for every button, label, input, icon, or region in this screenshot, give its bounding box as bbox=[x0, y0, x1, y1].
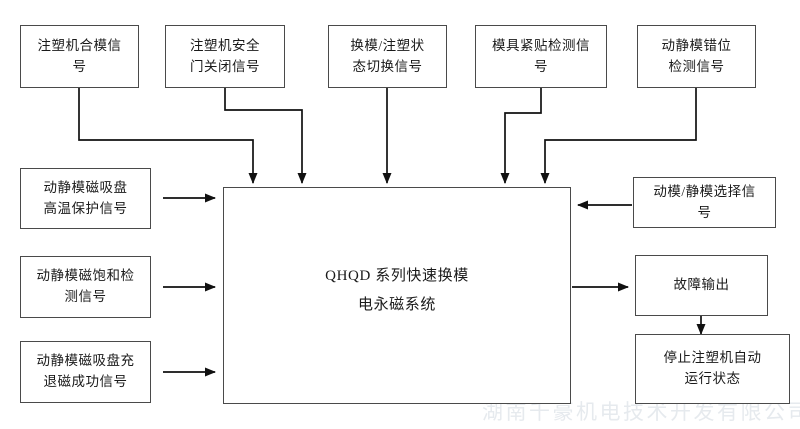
node-mold-contact-signal-line-2: 号 bbox=[534, 58, 548, 74]
node-saturation-detect-signal-line-1: 动静模磁饱和检 bbox=[36, 268, 135, 284]
node-mode-switch-signal-line-2: 态切换信号 bbox=[352, 58, 423, 74]
node-mode-switch-signal-line-1: 换模/注塑状 bbox=[350, 37, 425, 53]
wire-misalign-to-system bbox=[540, 88, 697, 184]
node-qhqd-system-line-2: 电永磁系统 bbox=[357, 296, 436, 313]
node-overheat-protect-signal-line-2: 高温保护信号 bbox=[43, 200, 128, 216]
node-mold-select-signal-line-1: 动模/静模选择信 bbox=[653, 183, 756, 199]
node-safety-door-signal-line-2: 门关闭信号 bbox=[190, 58, 260, 74]
node-misalign-signal-line-1: 动静模错位 bbox=[661, 37, 732, 53]
node-clamp-signal[interactable]: 注塑机合模信 号 bbox=[20, 25, 139, 88]
node-fault-output[interactable]: 故障输出 bbox=[635, 255, 768, 316]
node-mold-contact-signal-line-1: 模具紧贴检测信 bbox=[492, 37, 590, 53]
node-mode-switch-signal[interactable]: 换模/注塑状 态切换信号 bbox=[328, 25, 447, 88]
node-misalign-signal[interactable]: 动静模错位 检测信号 bbox=[637, 25, 756, 88]
node-stop-auto-run-line-1: 停止注塑机自动 bbox=[663, 350, 762, 366]
node-magnetize-ok-signal-line-1: 动静模磁吸盘充 bbox=[36, 353, 135, 369]
node-qhqd-system-line-1: QHQD 系列快速换模 bbox=[325, 268, 469, 284]
node-magnetize-ok-signal-line-2: 退磁成功信号 bbox=[43, 374, 128, 389]
node-safety-door-signal-line-1: 注塑机安全 bbox=[190, 37, 260, 53]
wire-mold-contact-to-system bbox=[500, 88, 542, 184]
node-saturation-detect-signal-line-2: 测信号 bbox=[64, 289, 107, 304]
node-saturation-detect-signal[interactable]: 动静模磁饱和检 测信号 bbox=[20, 256, 151, 318]
node-overheat-protect-signal[interactable]: 动静模磁吸盘 高温保护信号 bbox=[20, 168, 151, 229]
node-safety-door-signal[interactable]: 注塑机安全 门关闭信号 bbox=[165, 25, 285, 88]
node-qhqd-system-title: QHQD 系列快速换模 电永磁系统 bbox=[325, 262, 469, 319]
node-qhqd-system[interactable]: QHQD 系列快速换模 电永磁系统 bbox=[223, 187, 571, 404]
node-magnetize-ok-signal[interactable]: 动静模磁吸盘充 退磁成功信号 bbox=[20, 341, 151, 403]
node-misalign-signal-line-2: 检测信号 bbox=[668, 58, 725, 74]
node-overheat-protect-signal-line-1: 动静模磁吸盘 bbox=[43, 179, 128, 195]
node-mold-select-signal-line-2: 号 bbox=[697, 204, 712, 220]
node-stop-auto-run-line-2: 运行状态 bbox=[684, 371, 741, 386]
node-clamp-signal-line-2: 号 bbox=[72, 58, 87, 74]
wire-safety-door-to-system bbox=[224, 88, 307, 184]
node-mold-select-signal[interactable]: 动模/静模选择信 号 bbox=[633, 177, 776, 228]
node-stop-auto-run[interactable]: 停止注塑机自动 运行状态 bbox=[635, 334, 790, 404]
node-mold-contact-signal[interactable]: 模具紧贴检测信 号 bbox=[475, 25, 607, 88]
node-clamp-signal-line-1: 注塑机合模信 bbox=[37, 37, 122, 53]
node-fault-output-line-1: 故障输出 bbox=[673, 277, 730, 293]
